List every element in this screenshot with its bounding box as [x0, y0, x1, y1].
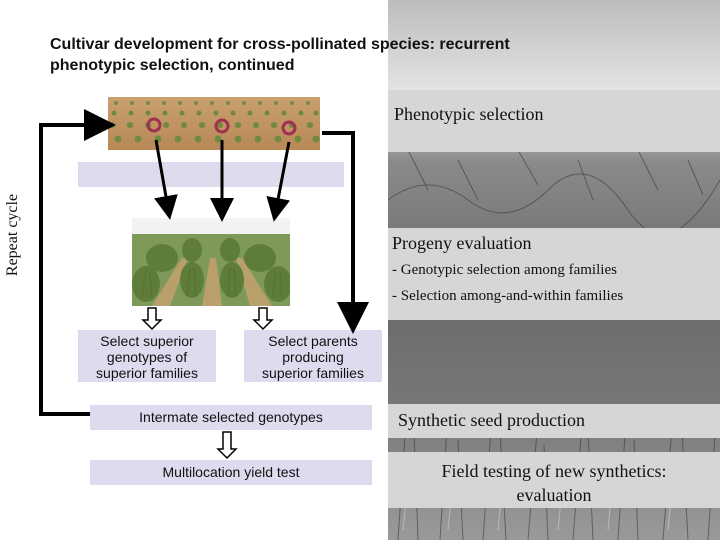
field-band	[388, 452, 720, 508]
title-line-2: phenotypic selection, continued	[50, 57, 295, 74]
phenotypic-band	[388, 90, 720, 152]
intermate-label: Intermate selected genotypes	[139, 409, 323, 425]
selected-plant-marker-2	[214, 118, 230, 134]
selected-plant-marker-1	[146, 117, 162, 133]
select-superior-genotypes-box: Select superior genotypes of superior fa…	[78, 330, 216, 382]
progeny-row-photo	[132, 218, 290, 306]
selection-arrows	[154, 139, 291, 222]
select-parents-line-2: producing	[282, 349, 344, 365]
crossing-block-box	[78, 162, 344, 187]
stage-progeny-evaluation: Progeny evaluation	[392, 233, 532, 253]
synthetic-band	[388, 404, 720, 438]
selected-plant-marker-3	[281, 120, 297, 136]
stage-field-testing: Field testing of new synthetics: evaluat…	[388, 459, 720, 507]
hollow-arrow-superior	[141, 307, 163, 331]
page-title: Cultivar development for cross-pollinate…	[50, 34, 590, 76]
select-parents-line-3: superior families	[262, 365, 364, 381]
multilocation-box: Multilocation yield test	[90, 460, 372, 485]
progeny-item-genotypic: - Genotypic selection among families	[392, 262, 617, 278]
stage-phenotypic-selection: Phenotypic selection	[394, 104, 544, 124]
select-superior-line-3: superior families	[96, 365, 198, 381]
field-plot-photo	[108, 97, 320, 150]
select-parents-box: Select parents producing superior famili…	[244, 330, 382, 382]
multilocation-label: Multilocation yield test	[162, 464, 300, 480]
select-superior-line-1: Select superior	[100, 333, 194, 349]
intermate-box: Intermate selected genotypes	[90, 405, 372, 430]
select-superior-line-2: genotypes of	[106, 349, 188, 365]
repeat-cycle-loop-arrow	[39, 109, 116, 416]
field-line-2: evaluation	[516, 485, 592, 505]
title-line-1: Cultivar development for cross-pollinate…	[50, 36, 510, 53]
parents-path-arrow	[322, 131, 369, 334]
field-line-1: Field testing of new synthetics:	[441, 461, 667, 481]
hollow-arrow-parents	[252, 307, 274, 331]
stage-synthetic-seed-production: Synthetic seed production	[398, 410, 585, 430]
hollow-arrow-to-yield-test	[216, 431, 238, 460]
select-parents-line-1: Select parents	[268, 333, 358, 349]
progeny-item-among-within: - Selection among-and-within families	[392, 288, 624, 304]
progeny-band	[388, 228, 720, 320]
